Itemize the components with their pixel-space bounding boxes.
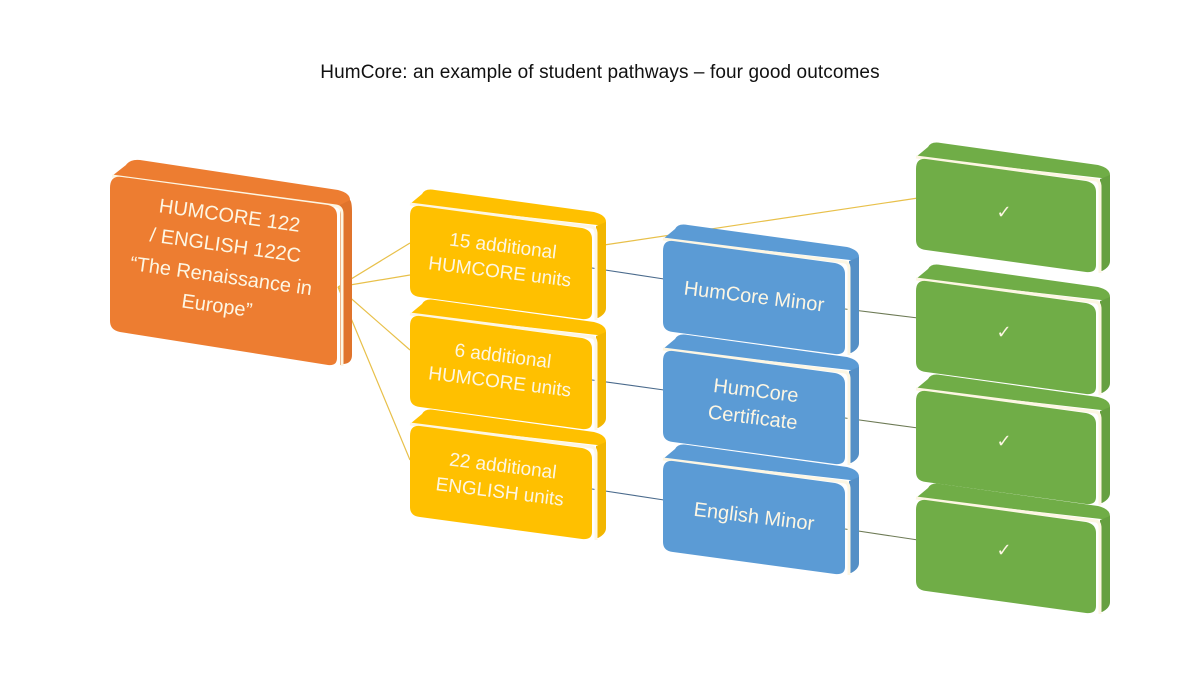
credential-3-top-face — [663, 444, 859, 481]
outcome-4-top-face — [916, 483, 1110, 520]
pathway-2-top-face — [410, 299, 606, 336]
outcome-2-check-icon: ✓ — [996, 322, 1011, 342]
pathway-1-top-face — [410, 189, 606, 226]
pathway-1-side-face — [596, 222, 606, 318]
outcome-1-side-face — [1100, 175, 1110, 271]
connectors — [337, 197, 919, 541]
outcome-2-top-face — [916, 264, 1110, 301]
source-box-top-face — [112, 159, 350, 208]
outcome-1-front-face — [916, 158, 1096, 273]
outcome-2-seam — [915, 277, 1102, 395]
outcome-1-seam — [915, 155, 1102, 273]
credential-3-seam — [662, 457, 851, 575]
outcome-4-side-face — [1100, 516, 1110, 612]
outcome-4-front-face — [916, 499, 1096, 614]
credential-1-top-face — [663, 224, 859, 261]
pathway-box-2[interactable]: 6 additional HUMCORE units — [409, 299, 606, 431]
credential-box-1[interactable]: HumCore Minor — [662, 224, 859, 356]
credential-2-seam — [662, 347, 851, 465]
source-course-box[interactable]: HUMCORE 122 / ENGLISH 122C “The Renaissa… — [110, 159, 352, 366]
pathway-2-seam — [409, 312, 598, 430]
source-box-seam — [111, 174, 344, 366]
credential-box-3[interactable]: English Minor — [662, 444, 859, 576]
outcome-box-4[interactable]: ✓ — [915, 483, 1110, 615]
credential-2-top-face — [663, 334, 859, 371]
outcome-3-front-face — [916, 390, 1096, 505]
outcome-2-side-face — [1100, 297, 1110, 393]
pathway-1-front-face — [410, 205, 592, 320]
outcome-1-check-icon: ✓ — [996, 202, 1011, 222]
credential-3-side-face — [849, 477, 859, 573]
outcome-2-front-face — [916, 280, 1096, 395]
pathway-3-seam — [409, 422, 598, 540]
credential-1-seam — [662, 237, 851, 355]
credential-3-front-face — [663, 460, 845, 575]
credential-box-2[interactable]: HumCore Certificate — [662, 334, 859, 466]
pathway-3-side-face — [596, 442, 606, 538]
credential-2-front-face — [663, 350, 845, 465]
outcome-box-3[interactable]: ✓ — [915, 374, 1110, 506]
credential-2-side-face — [849, 367, 859, 463]
outcome-3-side-face — [1100, 407, 1110, 503]
pathway-2-front-face — [410, 315, 592, 430]
outcome-1-top-face — [916, 142, 1110, 179]
outcome-3-seam — [915, 387, 1102, 505]
diagram-title: HumCore: an example of student pathways … — [320, 62, 880, 83]
credential-1-side-face — [849, 257, 859, 353]
pathway-3-top-face — [410, 409, 606, 446]
outcome-3-top-face — [916, 374, 1110, 411]
connector-pathway-1-outcome-1 — [603, 197, 919, 246]
outcome-3-check-icon: ✓ — [996, 431, 1011, 451]
credential-1-front-face — [663, 240, 845, 355]
outcome-4-check-icon: ✓ — [996, 540, 1011, 560]
pathway-3-front-face — [410, 425, 592, 540]
outcome-4-seam — [915, 496, 1102, 614]
outcome-box-1[interactable]: ✓ — [915, 142, 1110, 274]
pathway-2-side-face — [596, 332, 606, 428]
pathway-box-1[interactable]: 15 additional HUMCORE units — [409, 189, 606, 321]
source-box-front-face — [110, 176, 337, 366]
pathway-box-3[interactable]: 22 additional ENGLISH units — [409, 409, 606, 541]
pathway-1-seam — [409, 202, 598, 320]
outcome-box-2[interactable]: ✓ — [915, 264, 1110, 396]
